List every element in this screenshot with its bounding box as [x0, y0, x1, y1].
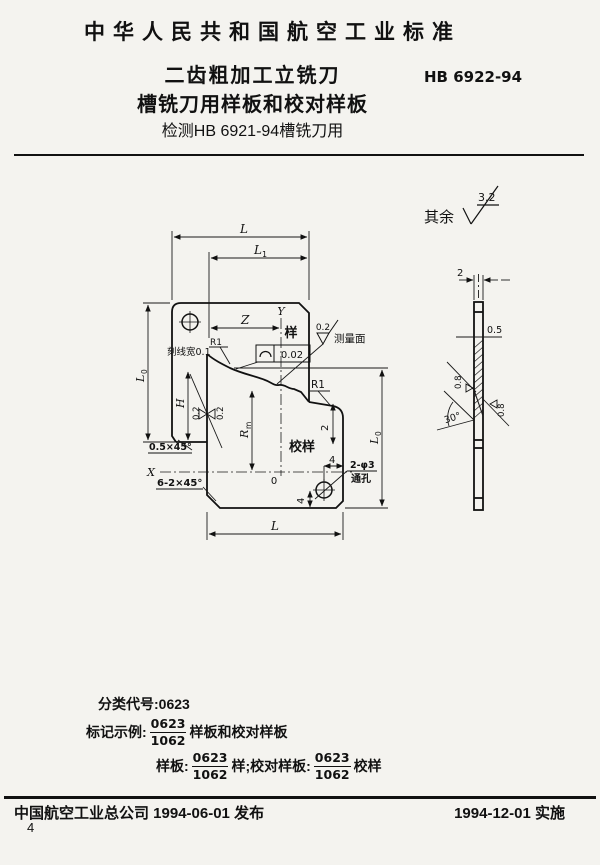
dim-L0-left: L 0 [134, 369, 149, 383]
dim-H: H [174, 398, 187, 409]
check-template-label: 校样 [289, 439, 315, 455]
dim-L0-right: L 0 [368, 431, 383, 445]
title-subtitle: 检测HB 6921-94槽铣刀用 [161, 123, 344, 140]
svg-text:L: L [368, 437, 381, 445]
dim-Rm: R m [238, 422, 253, 439]
radius-callout-a-leader [209, 346, 231, 365]
side-roughness-right: 0.8 [481, 397, 510, 427]
template-label: 样 [284, 325, 297, 341]
mounting-hole-bottom [313, 479, 335, 501]
tolerance-value: 0.02 [281, 350, 303, 361]
x-axis-label: X [146, 466, 156, 479]
mounting-hole-top [179, 311, 201, 333]
roughness-triangle-icon [465, 383, 474, 393]
dim-4-vertical: 4 [296, 498, 307, 504]
dim-L1: L [253, 243, 262, 257]
hole-note-spec: 2-φ3 [350, 460, 375, 471]
side-roughness-left: 0.8 [446, 361, 477, 393]
side-dim-step: 0.5 [487, 325, 502, 336]
publisher-release: 中国航空工业总公司 1994-06-01 发布 [14, 805, 265, 822]
title-line2: 槽铣刀用样板和校对样板 [137, 94, 368, 116]
radius-callout-b-leader [310, 390, 331, 406]
roughness-check-icon [462, 185, 499, 225]
sample-label: 样板: [156, 758, 189, 775]
roughness-triangle-icon [489, 399, 498, 409]
surface-finish-value: 0.2 [316, 323, 330, 333]
side-view-dim-lines [456, 274, 510, 338]
svg-text:0.5×45°: 0.5×45° [149, 442, 192, 453]
svg-text:4: 4 [296, 498, 307, 504]
sample-suffix-label: 校样 [353, 758, 382, 775]
classification-code: 分类代号:0623 [98, 696, 190, 712]
scribe-leader-line [189, 373, 223, 449]
surface-finish-mark: 0.2 测量面 [276, 319, 366, 385]
side-view-outline [473, 301, 484, 511]
svg-text:0: 0 [140, 369, 149, 374]
header-divider [14, 154, 584, 156]
code-fraction: 0623 1062 [313, 750, 351, 782]
general-roughness-note: 其余 3.2 [424, 185, 499, 226]
radius-callout-a: R1 [210, 338, 222, 348]
svg-text:0: 0 [374, 431, 383, 436]
page-number: 4 [27, 820, 35, 835]
marking-example-label: 标记示例: [86, 724, 147, 741]
surface-finish-text: 测量面 [334, 332, 366, 345]
scribe-roughness-left: 0.2 [192, 406, 202, 420]
y-axis-label: Y [277, 305, 286, 318]
side-angle-callout: 30° [436, 390, 475, 431]
roughness-value: 3.2 [478, 191, 496, 204]
sample-mid-label: 样;校对样板: [231, 758, 311, 775]
template-profile-curve [206, 353, 310, 403]
scribe-roughness-right: 0.2 [216, 406, 226, 420]
technical-drawing: 其余 3.2 [134, 185, 510, 540]
dim-L-bottom: L [270, 519, 279, 533]
profile-tolerance-frame: 0.02 [235, 344, 311, 370]
hole-note-type: 通孔 [351, 472, 371, 485]
svg-text:L: L [134, 375, 147, 383]
marking-example-suffix: 样板和校对样板 [189, 724, 288, 741]
svg-text:2: 2 [320, 425, 331, 431]
dim-L-top: L [239, 222, 248, 236]
code-fraction: 0623 1062 [191, 750, 229, 782]
marking-detail-row: 样板: 0623 1062 样;校对样板: 0623 1062 校样 [156, 750, 382, 782]
surface-triangle-icon [316, 332, 330, 346]
main-view-dimension-lines [145, 234, 385, 537]
dim-L1-sub: 1 [262, 250, 267, 259]
svg-text:m: m [244, 422, 253, 429]
standard-number: HB 6922-94 [424, 68, 523, 86]
side-view-hatching [473, 339, 484, 419]
dim-4-horizontal: 4 [329, 455, 335, 466]
implementation-date: 1994-12-01 实施 [454, 805, 565, 822]
main-view-extension-lines [143, 231, 388, 540]
code-fraction: 0623 1062 [149, 716, 187, 748]
chamfer-callout-a: 0.5×45° [148, 439, 193, 454]
marking-example-row: 标记示例: 0623 1062 样板和校对样板 [86, 716, 287, 748]
dim-2-right: 2 [320, 425, 331, 431]
chamfer-callout-b: 6-2×45° [156, 478, 217, 502]
line-profile-symbol-icon [259, 350, 272, 358]
svg-text:H: H [174, 398, 187, 409]
origin-label: 0 [271, 476, 277, 487]
standard-org-header: 中华人民共和国航空工业标准 [84, 21, 461, 44]
side-dim-thickness: 2 [457, 268, 463, 279]
title-line1: 二齿粗加工立铣刀 [164, 65, 341, 87]
roughness-prefix-label: 其余 [424, 208, 454, 226]
scribe-roughness-icon [198, 408, 216, 420]
hole-callout: 2-φ3 通孔 [314, 460, 377, 500]
footer-divider [4, 796, 596, 799]
dim-Z: Z [240, 313, 250, 327]
svg-text:30°: 30° [443, 411, 462, 427]
svg-text:6-2×45°: 6-2×45° [157, 478, 202, 489]
svg-text:0.8: 0.8 [454, 375, 464, 389]
svg-text:0.8: 0.8 [497, 403, 507, 417]
scribe-width-note: 刻线宽0.1 [167, 346, 211, 358]
svg-text:R: R [238, 430, 251, 439]
radius-callout-b: R1 [311, 379, 325, 391]
axis-lines [160, 318, 352, 476]
